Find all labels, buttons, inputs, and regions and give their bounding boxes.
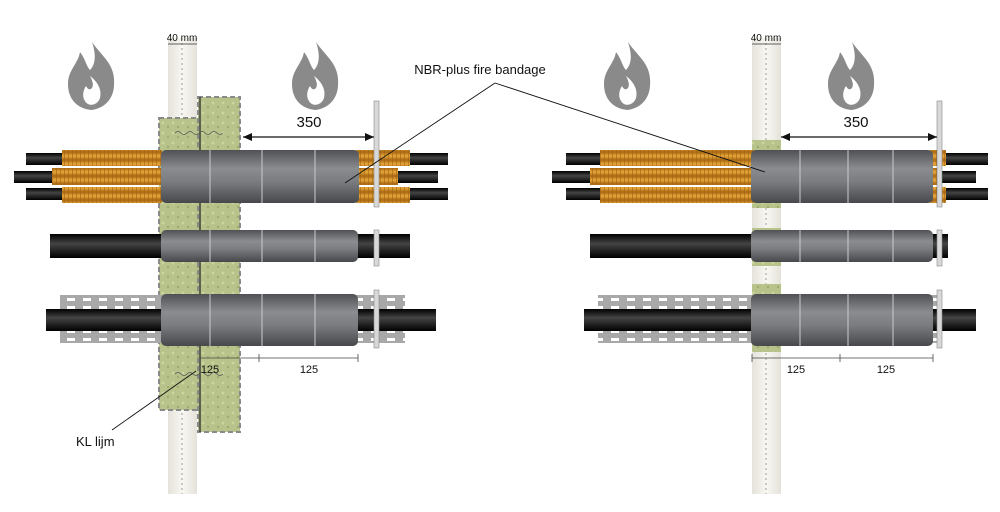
fire-bandage-right-3 (751, 294, 933, 346)
left-drawing: 40 mm 350 125 125 KL lijm (14, 33, 448, 494)
length-label-right: 350 (843, 114, 868, 131)
mineral-wool-board-right (197, 96, 241, 433)
dim-label-left-b: 125 (300, 364, 318, 376)
adhesive-label: KL lijm (76, 434, 115, 449)
pipe-clamp-left-2 (373, 229, 380, 267)
fire-icon (604, 42, 651, 110)
wall-thickness-label-right: 40 mm (751, 33, 782, 44)
pipe-clamp-left-1 (373, 100, 380, 208)
fire-icon (292, 42, 339, 110)
dim-label-right-a: 125 (787, 364, 805, 376)
fire-icon (68, 42, 115, 110)
fire-bandage-left-1 (161, 150, 359, 203)
right-drawing: 40 mm 350 125 125 (552, 33, 988, 494)
fire-bandage-right-1 (751, 150, 933, 203)
fire-bandage-right-2 (751, 230, 933, 262)
length-label-left: 350 (296, 114, 321, 131)
wall-thickness-label-left: 40 mm (167, 33, 198, 44)
fire-bandage-left-2 (161, 230, 358, 262)
dim-label-left-a: 125 (201, 364, 219, 376)
fire-bandage-left-3 (161, 294, 358, 346)
pipe-clamp-left-3 (373, 289, 380, 349)
pipe-clamp-right-2 (936, 229, 943, 267)
dim-label-right-b: 125 (877, 364, 895, 376)
pipe-clamp-right-1 (936, 100, 943, 208)
bandage-label: NBR-plus fire bandage (414, 62, 546, 77)
fire-icon (828, 42, 875, 110)
pipe-clamp-right-3 (936, 289, 943, 349)
bandage-callout: NBR-plus fire bandage (344, 62, 766, 184)
cable-bundle-left (14, 150, 448, 203)
